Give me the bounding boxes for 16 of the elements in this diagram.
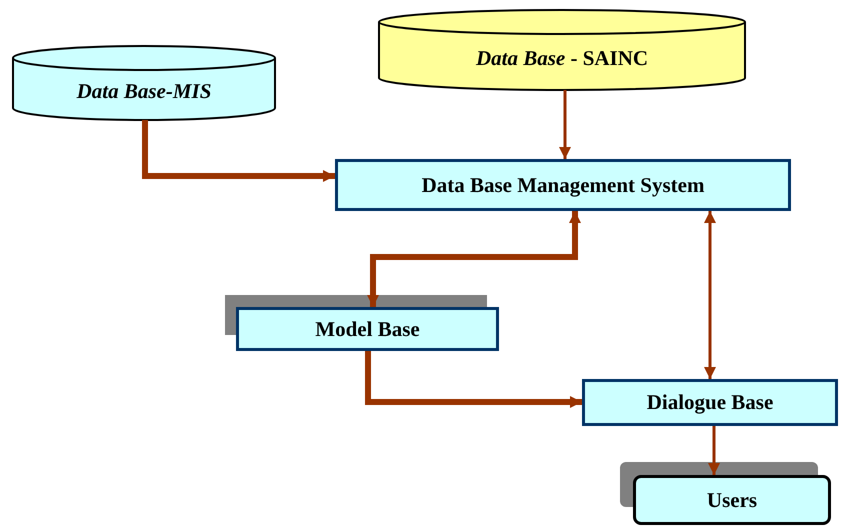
process-box [582,379,838,426]
process-box [236,307,499,351]
arrow [142,120,335,182]
arrow [365,351,582,408]
node-label: Dialogue Base [646,390,774,415]
process-box [335,159,791,211]
node-label: Data Base-MIS [76,78,212,104]
node-label: Data Base - SAINC [476,46,648,70]
arrow [559,90,571,159]
arrow [367,211,581,307]
node-label: Data Base Management System [422,172,704,198]
arrow [708,426,720,475]
arrow [704,211,716,379]
node-label: Model Base [315,316,420,342]
process-box [633,475,831,525]
node-label: Users [706,488,758,512]
